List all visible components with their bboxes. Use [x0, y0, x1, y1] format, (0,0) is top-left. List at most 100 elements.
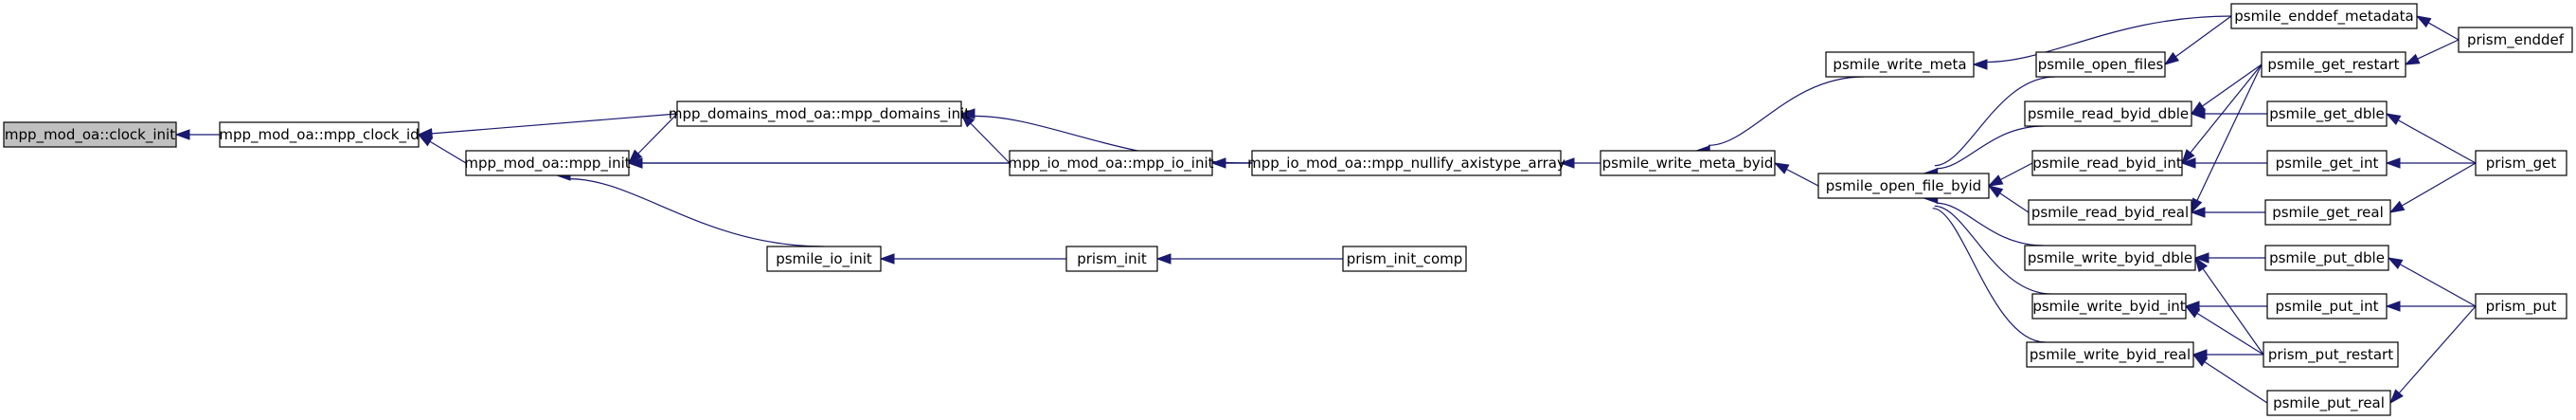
edge-line [2196, 64, 2263, 201]
node-box [1342, 246, 1467, 272]
edge-line [2190, 64, 2263, 154]
edge-line [1708, 76, 1865, 146]
edge-mpp_domains_init-to-mpp_init [627, 113, 678, 165]
node-label: prism_put_restart [2268, 346, 2393, 364]
node-box [3, 121, 177, 148]
node-read-real[interactable]: psmile_read_byid_real [2028, 199, 2192, 226]
node-mpp-clock-id[interactable]: mpp_mod_oa::mpp_clock_id [219, 121, 420, 148]
node-box [676, 100, 962, 127]
edge-line [1999, 192, 2030, 213]
edge-put_dble-to-write_dble [2193, 252, 2265, 264]
node-write-real[interactable]: psmile_write_byid_real [2026, 341, 2194, 368]
node-box [2266, 150, 2388, 176]
edge-line [2399, 264, 2477, 307]
edge-put-to-put_int [2385, 301, 2476, 312]
node-put-dble[interactable]: psmile_put_dble [2264, 245, 2389, 271]
node-box [1009, 150, 1213, 176]
arrowhead [2388, 200, 2406, 213]
edge-line [1932, 208, 2047, 343]
edge-get-to-get_int [2385, 157, 2476, 169]
node-label: psmile_read_byid_real [2031, 204, 2189, 222]
arrowhead [1972, 59, 1988, 70]
edge-line [2427, 22, 2460, 41]
edge-line [431, 113, 678, 135]
node-prism-init-comp[interactable]: prism_init_comp [1342, 246, 1467, 272]
node-label: psmile_put_dble [2269, 249, 2385, 267]
node-put-int[interactable]: psmile_put_int [2266, 293, 2388, 320]
node-label: psmile_read_byid_int [2032, 155, 2182, 173]
edge-mpp_init-to-mpp_clock_id [417, 134, 467, 164]
arrowhead [2180, 157, 2196, 169]
edge-line [2196, 312, 2264, 356]
edge-line [2204, 361, 2268, 404]
node-box [2024, 100, 2192, 127]
node-mpp-nullify[interactable]: mpp_io_mod_oa::mpp_nullify_axistype_arra… [1247, 150, 1565, 176]
node-put-restart[interactable]: prism_put_restart [2263, 341, 2399, 368]
edge-line [2174, 15, 2232, 58]
node-get-int[interactable]: psmile_get_int [2266, 150, 2388, 176]
node-write-meta-byid[interactable]: psmile_write_meta_byid [1600, 150, 1776, 176]
edge-write_meta-to-write_meta_byid [1694, 76, 1865, 156]
node-box [2024, 245, 2196, 271]
node-box [2261, 51, 2406, 78]
node-psmile-io-init[interactable]: psmile_io_init [766, 246, 882, 272]
edge-read_dble-to-open_file_byid [1923, 125, 2045, 179]
node-write-meta[interactable]: psmile_write_meta [1825, 51, 1975, 78]
node-box [2031, 150, 2183, 176]
node-box [2266, 390, 2391, 416]
node-mpp-domains-init[interactable]: mpp_domains_mod_oa::mpp_domains_init [669, 100, 970, 127]
node-put-real[interactable]: psmile_put_real [2266, 390, 2391, 416]
node-get-real[interactable]: psmile_get_real [2264, 199, 2391, 226]
node-get-restart[interactable]: psmile_get_restart [2261, 51, 2406, 78]
node-open-files[interactable]: psmile_open_files [2035, 51, 2166, 78]
node-mpp-init[interactable]: mpp_mod_oa::mpp_init [464, 150, 631, 176]
node-box [2035, 51, 2166, 78]
arrowhead [2415, 15, 2432, 28]
edge-line [1986, 15, 2232, 64]
arrowhead [1987, 185, 2004, 198]
node-label: prism_put [2486, 298, 2557, 316]
arrowhead [627, 157, 643, 169]
edge-get_int-to-read_int [2180, 157, 2267, 169]
node-put[interactable]: prism_put [2475, 293, 2567, 320]
node-label: psmile_put_int [2276, 298, 2379, 316]
edge-get_restart-to-read_dble [2190, 64, 2263, 115]
node-write-dble[interactable]: psmile_write_byid_dble [2024, 245, 2196, 271]
node-open-file-byid[interactable]: psmile_open_file_byid [1817, 173, 1990, 199]
arrowhead [2194, 256, 2209, 273]
edge-line [2202, 268, 2264, 356]
edge-enddef_metadata-to-open_files [2163, 15, 2232, 65]
node-label: psmile_write_byid_int [2032, 298, 2185, 316]
edge-get-to-get_real [2388, 162, 2477, 213]
node-label: psmile_write_meta_byid [1602, 155, 1774, 173]
arrowhead [2385, 113, 2402, 126]
edge-line [2417, 39, 2460, 60]
edge-put_real-to-write_real [2191, 354, 2268, 404]
node-read-int[interactable]: psmile_read_byid_int [2031, 150, 2183, 176]
node-label: psmile_open_file_byid [1826, 177, 1981, 195]
node-enddef-metadata[interactable]: psmile_enddef_metadata [2230, 3, 2418, 29]
node-mpp-io-init[interactable]: mpp_io_mod_oa::mpp_io_init [1008, 150, 1214, 176]
node-box [2264, 245, 2389, 271]
node-write-int[interactable]: psmile_write_byid_int [2031, 293, 2187, 320]
node-box [465, 150, 630, 176]
edge-mpp_clock_id-to-clock_init [174, 129, 220, 140]
node-clock-init[interactable]: mpp_mod_oa::clock_init [3, 121, 177, 148]
node-get-dble[interactable]: psmile_get_dble [2266, 100, 2388, 127]
arrowhead [2389, 389, 2404, 405]
node-get[interactable]: prism_get [2475, 150, 2567, 176]
edge-line [1936, 202, 2045, 247]
edge-put-to-put_real [2389, 305, 2477, 405]
arrowhead [2387, 257, 2404, 270]
node-label: prism_init [1077, 250, 1147, 268]
nodes: mpp_mod_oa::clock_init mpp_mod_oa::mpp_cl… [3, 3, 2573, 416]
node-read-dble[interactable]: psmile_read_byid_dble [2024, 100, 2192, 127]
node-box [219, 121, 420, 148]
node-enddef[interactable]: prism_enddef [2458, 27, 2573, 53]
edge-line [637, 113, 678, 155]
node-box [2475, 293, 2567, 320]
node-prism-init[interactable]: prism_init [1065, 246, 1158, 272]
edge-line [2202, 64, 2263, 107]
node-label: psmile_write_byid_real [2030, 346, 2191, 364]
